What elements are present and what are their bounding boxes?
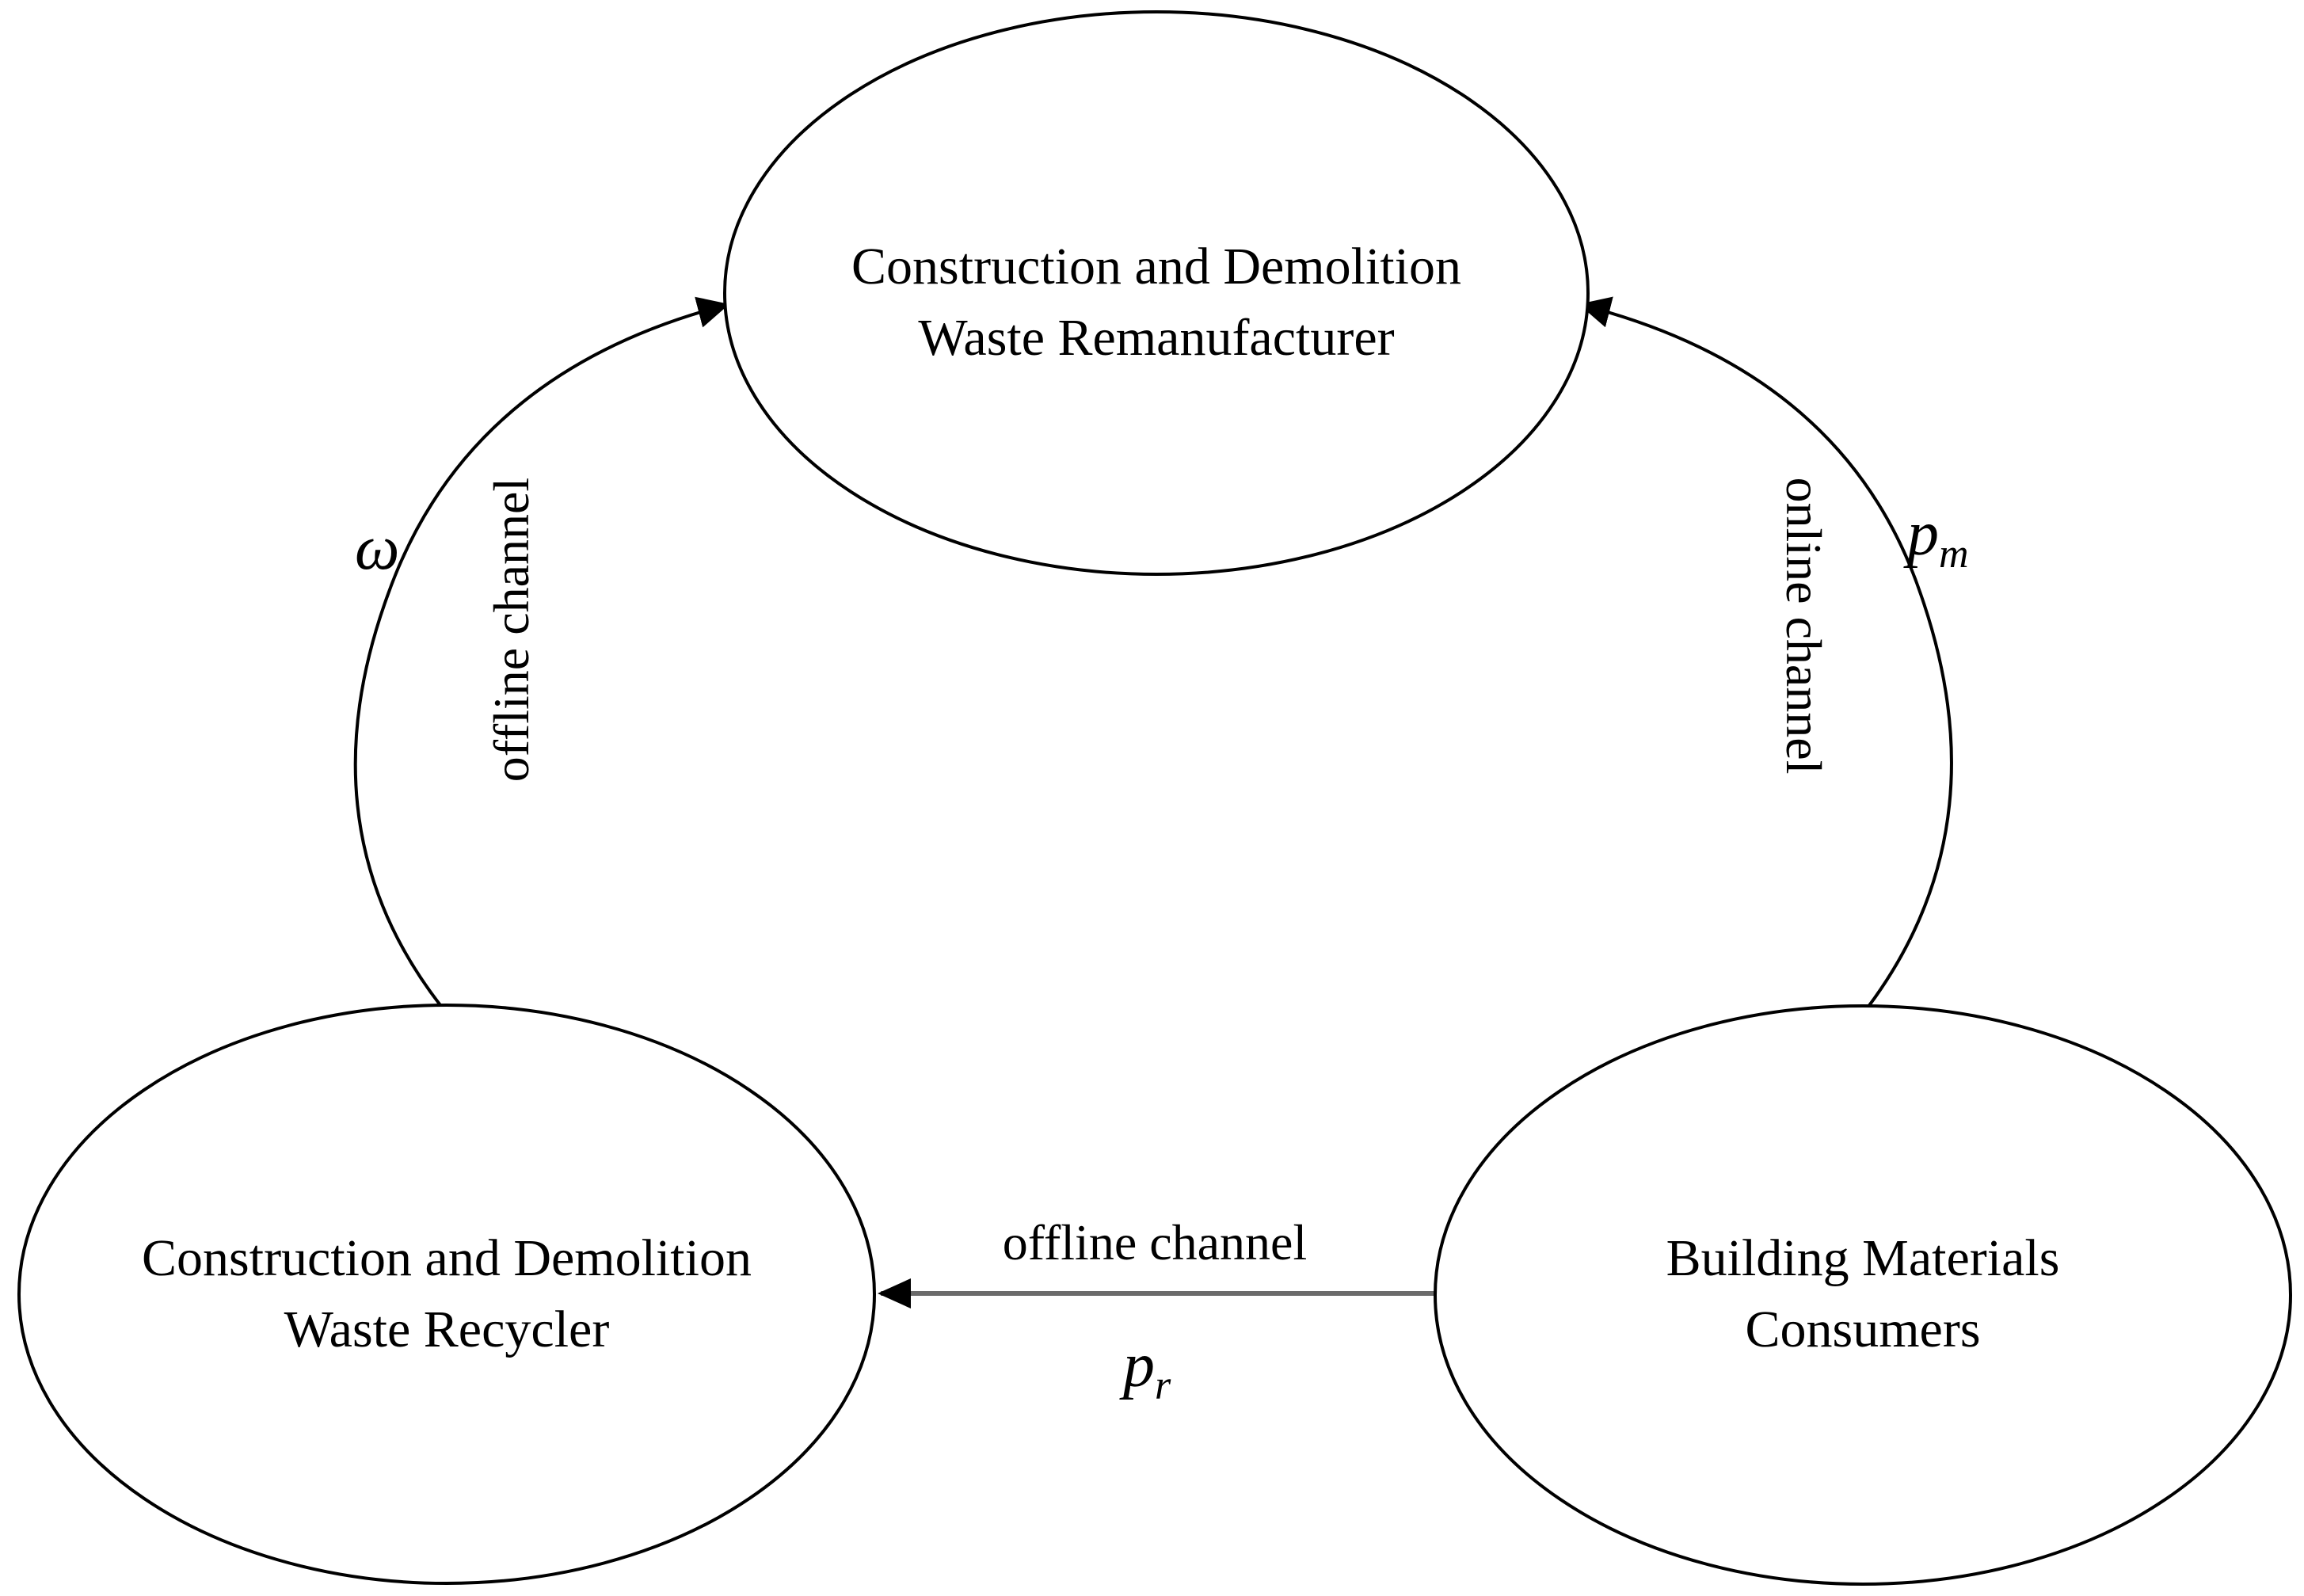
variable-omega: ω [355, 513, 399, 583]
arrowhead-consumers-to-recycler [878, 1278, 911, 1308]
edge-consumers-to-remanufacturer-label: online channel [1776, 478, 1832, 775]
variable-p-r-subscript: r [1155, 1363, 1171, 1408]
variable-p-m-subscript: m [1939, 531, 1969, 577]
edge-recycler-to-remanufacturer [353, 296, 729, 1014]
edge-recycler-to-remanufacturer-label: offline channel [483, 478, 539, 782]
node-recycler-ellipse [17, 1004, 876, 1585]
node-recycler-line1: Construction and Demolition [142, 1229, 752, 1287]
node-recycler-line2: Waste Recycler [284, 1301, 610, 1358]
variable-p-r: pr [1119, 1331, 1171, 1408]
node-remanufacturer: Construction and Demolition Waste Remanu… [723, 10, 1590, 576]
edge-consumers-to-remanufacturer [1579, 296, 1953, 1015]
node-consumers: Building Materials Consumers [1434, 1004, 2292, 1586]
node-remanufacturer-ellipse [723, 10, 1590, 576]
variable-p-m-base: p [1903, 499, 1939, 569]
node-recycler: Construction and Demolition Waste Recycl… [17, 1004, 876, 1585]
node-consumers-ellipse [1434, 1004, 2292, 1586]
node-remanufacturer-line2: Waste Remanufacturer [918, 309, 1394, 367]
variable-p-r-base: p [1119, 1331, 1155, 1400]
node-consumers-line2: Consumers [1746, 1301, 1981, 1358]
node-remanufacturer-line1: Construction and Demolition [851, 238, 1461, 295]
node-consumers-line1: Building Materials [1666, 1229, 2060, 1287]
edge-consumers-to-recycler-label: offline channel [1003, 1214, 1307, 1270]
variable-p-m: pm [1903, 499, 1969, 577]
